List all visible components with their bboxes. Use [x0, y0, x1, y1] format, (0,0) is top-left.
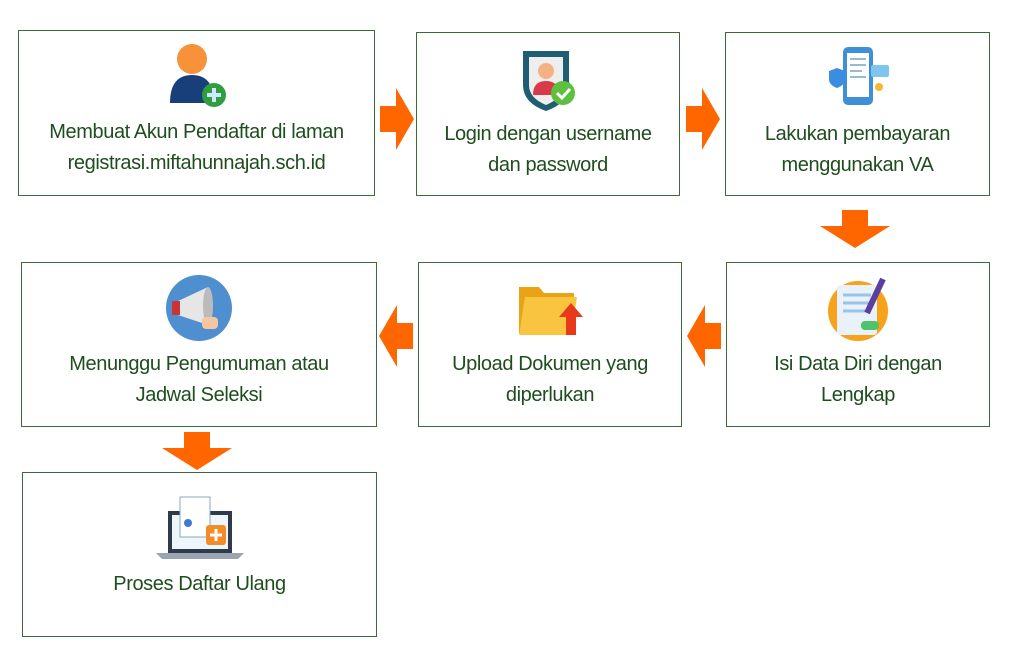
arrow-down-3-to-4	[820, 210, 890, 248]
arrow-down-6-to-7	[162, 432, 232, 470]
arrow-left-4-to-5	[687, 305, 721, 367]
mobile-payment-icon	[828, 47, 889, 105]
form-fill-icon	[828, 277, 888, 341]
step-7-box: Proses Daftar Ulang	[22, 472, 377, 637]
arrow-left-5-to-6	[379, 305, 413, 367]
arrow-right-1-to-2	[380, 88, 414, 150]
megaphone-icon	[166, 275, 232, 341]
step-7-label: Proses Daftar Ulang	[113, 573, 286, 595]
arrow-right-2-to-3	[686, 88, 720, 150]
laptop-register-icon	[155, 496, 244, 559]
add-user-icon	[169, 44, 226, 107]
secure-user-icon	[523, 51, 575, 111]
folder-upload-icon	[519, 287, 583, 335]
